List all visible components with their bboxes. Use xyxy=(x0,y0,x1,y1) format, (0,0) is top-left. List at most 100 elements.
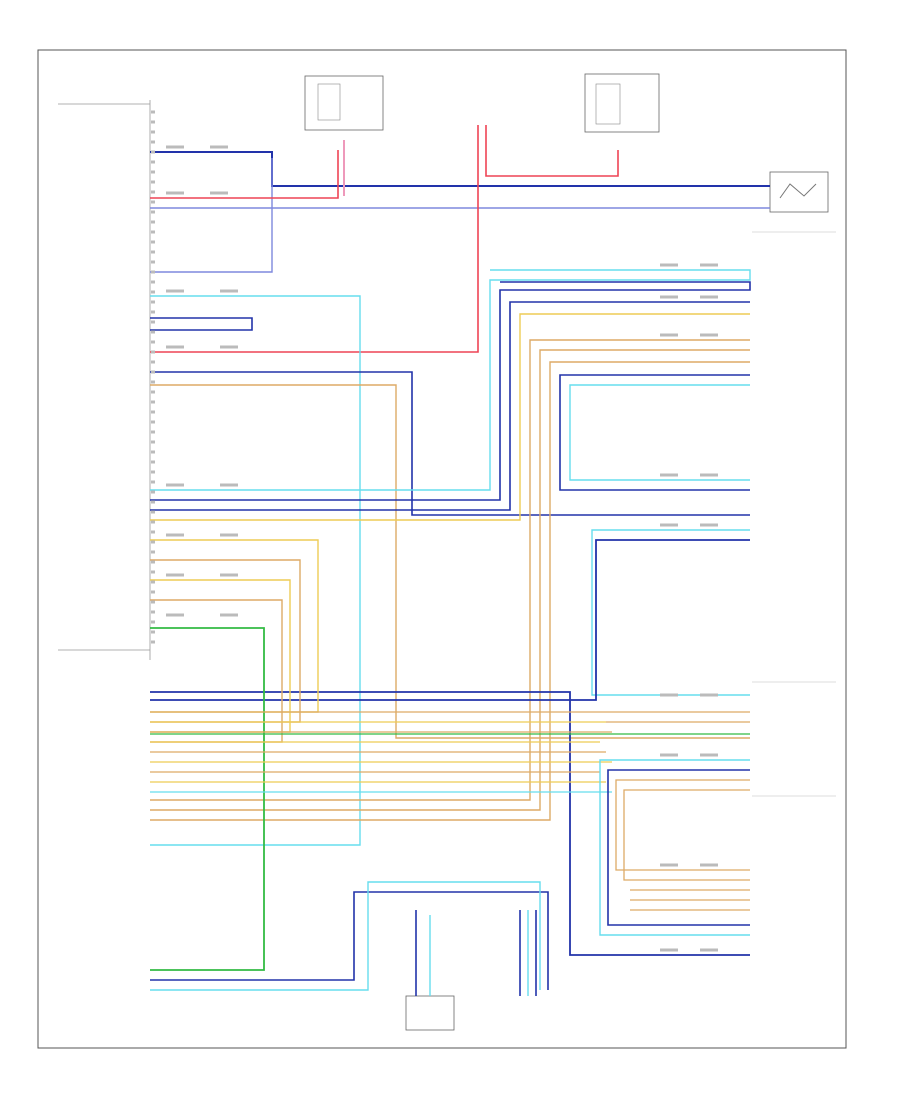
wire-code-mark xyxy=(660,863,678,867)
wire-code-mark xyxy=(166,613,184,617)
pin-mark xyxy=(151,270,155,274)
pin-mark xyxy=(151,520,155,524)
wire-red-relay xyxy=(485,125,619,177)
wire-cyan-left xyxy=(150,295,361,846)
pin-mark xyxy=(151,580,155,584)
wire-sensor-1 xyxy=(150,559,301,723)
wire-red-battery xyxy=(150,150,339,199)
pin-mark xyxy=(151,420,155,424)
wire-code-mark xyxy=(660,263,678,267)
wire-code-mark xyxy=(166,483,184,487)
pin-mark xyxy=(151,380,155,384)
pin-mark xyxy=(151,370,155,374)
wire-code-mark xyxy=(700,473,718,477)
pin-mark xyxy=(151,510,155,514)
pin-mark xyxy=(151,440,155,444)
wire-blue-switch xyxy=(150,317,253,331)
pin-mark xyxy=(151,360,155,364)
pin-mark xyxy=(151,450,155,454)
wire-code-mark xyxy=(220,483,238,487)
pin-mark xyxy=(151,250,155,254)
pin-mark xyxy=(151,340,155,344)
pin-mark xyxy=(151,300,155,304)
wire-code-mark xyxy=(700,523,718,527)
wire-blue-top xyxy=(150,151,770,187)
wire-code-mark xyxy=(166,289,184,293)
wire-code-mark xyxy=(166,191,184,195)
pin-mark xyxy=(151,600,155,604)
wire-code-mark xyxy=(220,573,238,577)
wire-sensor-2 xyxy=(150,579,291,733)
wire-code-mark xyxy=(210,145,228,149)
label-mark-group xyxy=(151,110,718,952)
wire-code-mark xyxy=(700,753,718,757)
wire-code-mark xyxy=(220,613,238,617)
pin-mark xyxy=(151,130,155,134)
wire-tan-lower-right-2 xyxy=(623,789,750,881)
wire-code-mark xyxy=(166,345,184,349)
wire-tan-long-1 xyxy=(150,339,750,801)
wire-cyan-mid xyxy=(591,529,750,696)
pin-mark xyxy=(151,280,155,284)
pin-mark xyxy=(151,470,155,474)
diagram-frame xyxy=(37,49,847,1049)
wire-code-mark xyxy=(220,289,238,293)
top-right-sensor xyxy=(769,171,829,213)
wire-blue-mid xyxy=(150,539,750,701)
pin-mark xyxy=(151,490,155,494)
wire-code-mark xyxy=(700,295,718,299)
pin-mark xyxy=(151,330,155,334)
pin-mark xyxy=(151,410,155,414)
pin-mark xyxy=(151,180,155,184)
pin-mark xyxy=(151,550,155,554)
wire-code-mark xyxy=(660,948,678,952)
wire-code-mark xyxy=(660,473,678,477)
top-component-fuse-box xyxy=(304,75,384,131)
wire-code-mark xyxy=(700,948,718,952)
pin-mark xyxy=(151,620,155,624)
wire-code-mark xyxy=(166,145,184,149)
pin-mark xyxy=(151,570,155,574)
pin-mark xyxy=(151,240,155,244)
top-component-relay xyxy=(584,73,660,133)
wire-code-mark xyxy=(660,693,678,697)
wire-blue-right-2 xyxy=(150,301,750,511)
pin-mark xyxy=(151,140,155,144)
pin-mark xyxy=(151,260,155,264)
pin-mark xyxy=(151,460,155,464)
pin-mark xyxy=(151,200,155,204)
wire-code-mark xyxy=(700,333,718,337)
wire-code-mark xyxy=(660,333,678,337)
pin-mark xyxy=(151,480,155,484)
wire-code-mark xyxy=(700,263,718,267)
wire-cyan-loop xyxy=(569,384,750,481)
wire-code-mark xyxy=(220,533,238,537)
wire-yellow-right xyxy=(150,313,750,521)
wire-tan-long-2 xyxy=(150,349,750,811)
pin-mark xyxy=(151,350,155,354)
wire-blue-right-1 xyxy=(150,281,751,501)
wire-cyan-lower-right xyxy=(599,759,750,936)
wire-tan-long-3 xyxy=(150,361,750,821)
pin-mark xyxy=(151,190,155,194)
pin-mark xyxy=(151,230,155,234)
pin-mark xyxy=(151,430,155,434)
pin-mark xyxy=(151,390,155,394)
wire-blue-lower-right xyxy=(607,769,750,926)
wire-sensor-3 xyxy=(150,599,283,743)
pin-mark xyxy=(151,310,155,314)
pin-mark xyxy=(151,120,155,124)
pin-mark xyxy=(151,210,155,214)
wire-red-ignition xyxy=(150,125,479,353)
wire-code-mark xyxy=(220,345,238,349)
pin-mark xyxy=(151,610,155,614)
wire-code-mark xyxy=(166,573,184,577)
wire-code-mark xyxy=(210,191,228,195)
wire-blue-lower xyxy=(150,891,549,990)
wire-blue-serial xyxy=(150,371,750,516)
wire-code-mark xyxy=(660,295,678,299)
pin-mark xyxy=(151,220,155,224)
right-connector-separators xyxy=(752,231,836,797)
